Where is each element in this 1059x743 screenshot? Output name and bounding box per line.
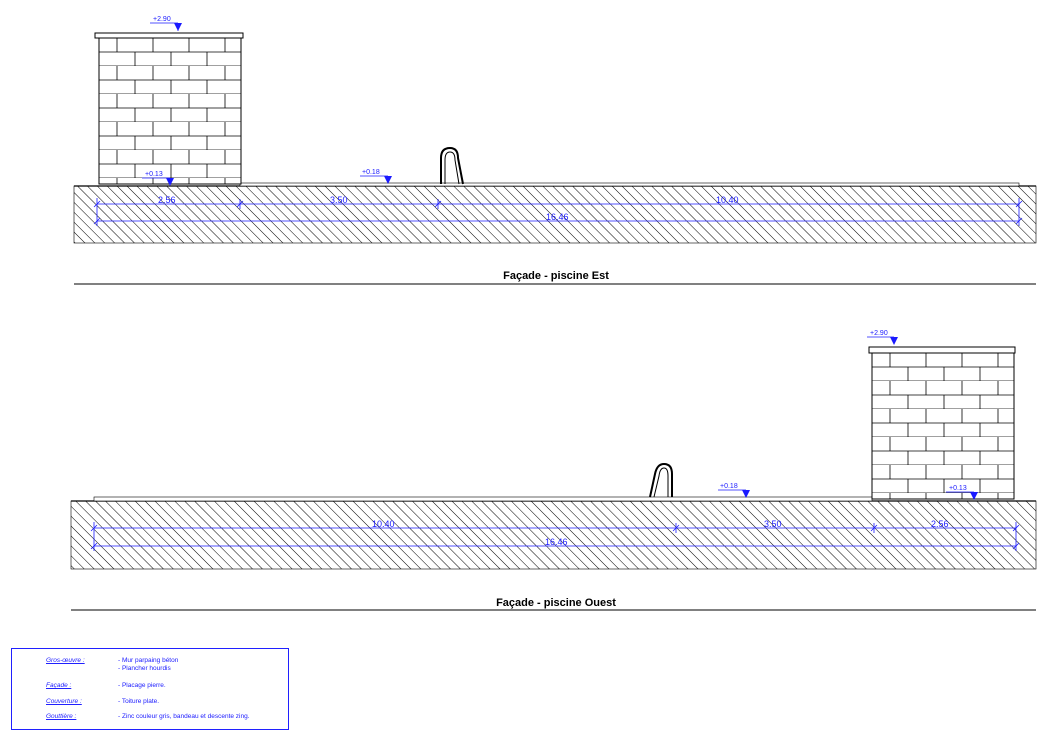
west-dim-1: 10.40 xyxy=(372,519,395,529)
east-elev-deck-label: +0.18 xyxy=(362,169,380,176)
legend-value: - Placage pierre. xyxy=(118,682,166,689)
legend-value: - Mur parpaing béton - Plancher hourdis xyxy=(118,657,179,672)
west-dimensions xyxy=(90,522,1020,551)
east-ground xyxy=(73,185,1037,244)
legend-key: Couverture : xyxy=(46,698,82,705)
west-elev-floor-label: +0.13 xyxy=(949,485,967,492)
west-elev-deck-label: +0.18 xyxy=(720,483,738,490)
legend-key: Façade : xyxy=(46,682,72,689)
east-dim-2: 3.50 xyxy=(330,195,348,205)
west-elev-top-marker: +2.90 xyxy=(867,330,898,345)
west-deck-slab xyxy=(93,496,873,502)
east-dimensions xyxy=(93,198,1023,226)
west-dim-total: 16.46 xyxy=(545,537,568,547)
legend-key: Gouttière : xyxy=(46,713,77,720)
east-facade: +2.90 +0.13 +0.18 2.56 3.50 xyxy=(73,16,1037,285)
west-dim-2: 3.50 xyxy=(764,519,782,529)
east-title: Façade - piscine Est xyxy=(503,270,609,282)
east-deck-slab xyxy=(239,182,1020,187)
east-poolhouse-roof xyxy=(94,32,244,39)
legend-value: - Zinc couleur gris, bandeau et descente… xyxy=(118,713,250,720)
west-elev-floor-marker: +0.13 xyxy=(946,485,978,500)
east-elev-floor-label: +0.13 xyxy=(145,171,163,178)
east-pool-ladder-icon xyxy=(440,146,464,185)
materials-legend: Gros-œuvre : - Mur parpaing béton - Plan… xyxy=(11,648,289,730)
legend-value: - Toiture plate. xyxy=(118,698,160,705)
east-dim-1: 2.56 xyxy=(158,195,176,205)
legend-key: Gros-œuvre : xyxy=(46,657,85,664)
west-elev-deck-marker: +0.18 xyxy=(718,483,750,498)
east-dim-3: 10.40 xyxy=(716,195,739,205)
west-dim-3: 2.56 xyxy=(931,519,949,529)
west-facade: +2.90 +0.13 +0.18 10.40 3.50 xyxy=(70,330,1037,611)
west-ground xyxy=(70,500,1037,570)
west-poolhouse-roof xyxy=(868,346,1016,354)
west-pool-ladder-icon xyxy=(649,462,673,498)
west-title: Façade - piscine Ouest xyxy=(496,597,616,609)
east-elev-top-marker: +2.90 xyxy=(150,16,182,31)
east-elev-floor-marker: +0.13 xyxy=(142,171,174,186)
east-elev-top-label: +2.90 xyxy=(153,16,171,23)
west-poolhouse-wall xyxy=(871,352,1015,500)
east-elev-deck-marker: +0.18 xyxy=(360,169,392,184)
west-elev-top-label: +2.90 xyxy=(870,330,888,337)
east-poolhouse-wall xyxy=(98,37,242,185)
east-dim-total: 16.46 xyxy=(546,212,569,222)
